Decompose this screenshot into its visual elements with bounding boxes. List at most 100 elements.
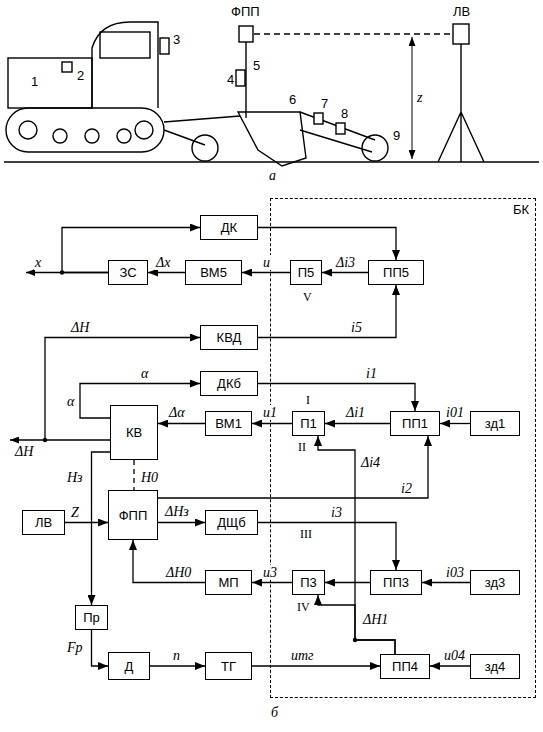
block-box: МП: [205, 570, 252, 595]
box-label: зд1: [485, 416, 506, 431]
dimension-line: [412, 37, 413, 159]
signal-label: Δα: [168, 405, 186, 420]
signal-line: [158, 436, 428, 498]
signal-label: i5: [350, 320, 363, 335]
signal-label: u1: [262, 405, 278, 420]
box-label: зд4: [485, 659, 506, 674]
part-7-box: [314, 113, 323, 124]
figure-label: а: [268, 168, 277, 183]
part-2-box: [62, 62, 72, 72]
box-label: ПП5: [383, 265, 409, 280]
signal-line: [422, 582, 470, 583]
crawler-track: [6, 108, 164, 152]
box-label: П1: [300, 416, 317, 431]
signal-line: [430, 665, 470, 666]
signal-label: x: [34, 255, 42, 270]
signal-label: Δx: [155, 255, 171, 270]
signal-line: [258, 384, 415, 412]
box-label: ПП4: [392, 659, 418, 674]
tractor-cab: [92, 22, 158, 108]
block-box: ПП1: [390, 411, 440, 436]
block-box: Пр: [75, 605, 108, 630]
box-label: ДК: [221, 220, 237, 235]
part-4-box: [236, 70, 245, 86]
box-label: ДКб: [217, 376, 241, 391]
box-label: П3: [300, 575, 317, 590]
signal-label: ΔH: [14, 444, 34, 459]
signal-label: uтг: [290, 648, 315, 663]
signal-label: Z: [70, 505, 80, 520]
frame-wheel: [192, 135, 218, 161]
signal-line: [252, 423, 292, 424]
block-box: КВ: [110, 405, 158, 460]
block-box: Д: [108, 652, 150, 680]
block-box: ДК: [200, 215, 258, 240]
track-wheel: [85, 129, 99, 143]
signal-label: i1: [365, 366, 378, 381]
scraper-arm: [300, 112, 375, 152]
block-box: П3: [292, 570, 325, 595]
box-label: ЗС: [119, 265, 136, 280]
block-box: П1: [292, 411, 325, 436]
signal-label: α: [140, 366, 149, 381]
block-box: ВМ1: [205, 411, 252, 436]
block-box: ФПП: [108, 490, 158, 540]
callout-number: 8: [340, 106, 349, 121]
signal-line: [158, 522, 205, 523]
signal-label: i01: [445, 405, 465, 420]
box-label: П5: [298, 265, 315, 280]
scraper-blade: [238, 112, 306, 166]
dimension-label: z: [416, 90, 423, 105]
track-wheel: [53, 129, 67, 143]
box-label: ВМ1: [215, 416, 242, 431]
signal-line: [133, 540, 205, 583]
signal-line: [150, 665, 205, 666]
signal-label: i3: [330, 505, 343, 520]
callout-number: 5: [252, 58, 261, 73]
signal-line: [318, 436, 395, 654]
box-label: ФПП: [119, 508, 148, 523]
signal-line: [133, 460, 134, 490]
loop-number: III: [299, 527, 313, 542]
figure-label: б: [270, 705, 279, 720]
block-box: ЛВ: [22, 510, 65, 535]
roller: [362, 135, 388, 161]
signal-label: u: [262, 255, 271, 270]
track-wheel: [135, 121, 153, 139]
part-8-box: [336, 123, 345, 134]
signal-line: [92, 630, 109, 666]
dashed-boundary: БКП5ПП5П1ПП1зд1П3ПП3зд3ПП4зд4: [270, 198, 536, 698]
signal-line: [258, 523, 396, 571]
signal-label: ΔH: [70, 320, 90, 335]
box-label: МП: [218, 575, 238, 590]
block-box: ДКб: [200, 371, 258, 396]
laser-beam: [254, 33, 453, 34]
signal-label: Δi1: [345, 405, 366, 420]
block-box: ЗС: [108, 260, 148, 285]
signal-label: Fр: [66, 640, 84, 655]
callout-number: 4: [226, 72, 235, 87]
tripod-legs: [438, 112, 484, 162]
signal-label: i03: [445, 565, 465, 580]
signal-line: [158, 423, 205, 424]
device-label: ФПП: [230, 4, 261, 19]
group-label: БК: [513, 202, 529, 217]
block-box: ТГ: [205, 652, 252, 680]
block-box: ПП3: [370, 570, 422, 595]
signal-label: α: [66, 394, 75, 409]
signal-label: Δi3: [335, 255, 356, 270]
signal-line: [252, 582, 292, 583]
box-label: Пр: [83, 610, 100, 625]
signal-label: H0: [140, 470, 159, 485]
block-box: ВМ5: [185, 260, 242, 285]
loop-number: II: [297, 440, 307, 455]
signal-label: Δi4: [360, 455, 381, 470]
signal-line: [242, 272, 290, 273]
box-label: ТГ: [221, 659, 236, 674]
signal-label: ΔH0: [165, 565, 192, 580]
callout-number: 9: [392, 128, 401, 143]
block-box: П5: [290, 260, 322, 285]
laser-head: [453, 24, 469, 44]
signal-line: [325, 582, 370, 583]
signal-label: ΔH1: [362, 612, 389, 627]
